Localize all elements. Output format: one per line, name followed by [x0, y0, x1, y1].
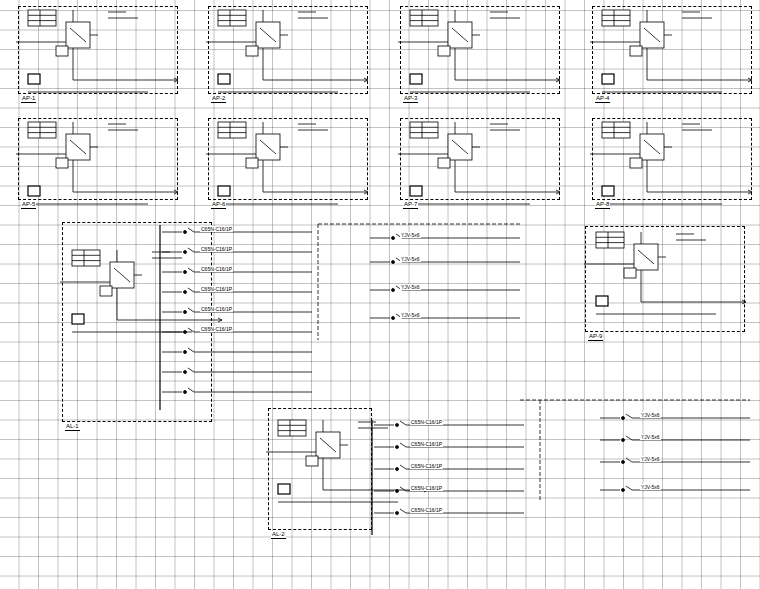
panel-box: AP-4: [592, 6, 752, 94]
spec-label: YJV-5x6: [400, 256, 421, 262]
spec-label: YJV-5x6: [400, 232, 421, 238]
panel-caption: AP-1: [21, 95, 36, 103]
panel-caption: AP-9: [588, 333, 603, 341]
panel-caption: AP-2: [211, 95, 226, 103]
panel-box: AL-1: [62, 222, 212, 422]
panel-caption: AP-8: [595, 201, 610, 209]
panel-box: AP-5: [18, 118, 178, 200]
spec-label: C65N-C16/1P: [200, 246, 233, 252]
spec-label: YJV-5x6: [640, 412, 661, 418]
spec-label: C65N-C16/1P: [410, 419, 443, 425]
spec-label: C65N-C16/1P: [200, 286, 233, 292]
panel-caption: AP-6: [211, 201, 226, 209]
spec-label: YJV-5x6: [640, 456, 661, 462]
spec-label: C65N-C16/1P: [200, 226, 233, 232]
panel-box: AP-1: [18, 6, 178, 94]
panel-box: AP-9: [585, 226, 745, 332]
panel-box: AP-8: [592, 118, 752, 200]
spec-label: YJV-5x6: [400, 312, 421, 318]
spec-label: YJV-5x6: [640, 434, 661, 440]
panel-caption: AP-3: [403, 95, 418, 103]
panel-caption: AP-4: [595, 95, 610, 103]
panel-box: AP-2: [208, 6, 368, 94]
spec-label: C65N-C16/1P: [410, 485, 443, 491]
spec-label: C65N-C16/1P: [200, 266, 233, 272]
panel-box: AP-7: [400, 118, 560, 200]
panel-caption: AP-5: [21, 201, 36, 209]
spec-label: C65N-C16/1P: [410, 463, 443, 469]
spec-label: C65N-C16/1P: [410, 507, 443, 513]
spec-label: C65N-C16/1P: [200, 306, 233, 312]
panel-caption: AP-7: [403, 201, 418, 209]
spec-label: C65N-C16/1P: [410, 441, 443, 447]
panel-box: AP-6: [208, 118, 368, 200]
spec-label: YJV-5x6: [400, 284, 421, 290]
panel-caption: AL-1: [65, 423, 80, 431]
panel-box: AP-3: [400, 6, 560, 94]
spec-label: C65N-C16/1P: [200, 326, 233, 332]
spec-label: YJV-5x6: [640, 484, 661, 490]
panel-caption: AL-2: [271, 531, 286, 539]
panel-box: AL-2: [268, 408, 372, 530]
